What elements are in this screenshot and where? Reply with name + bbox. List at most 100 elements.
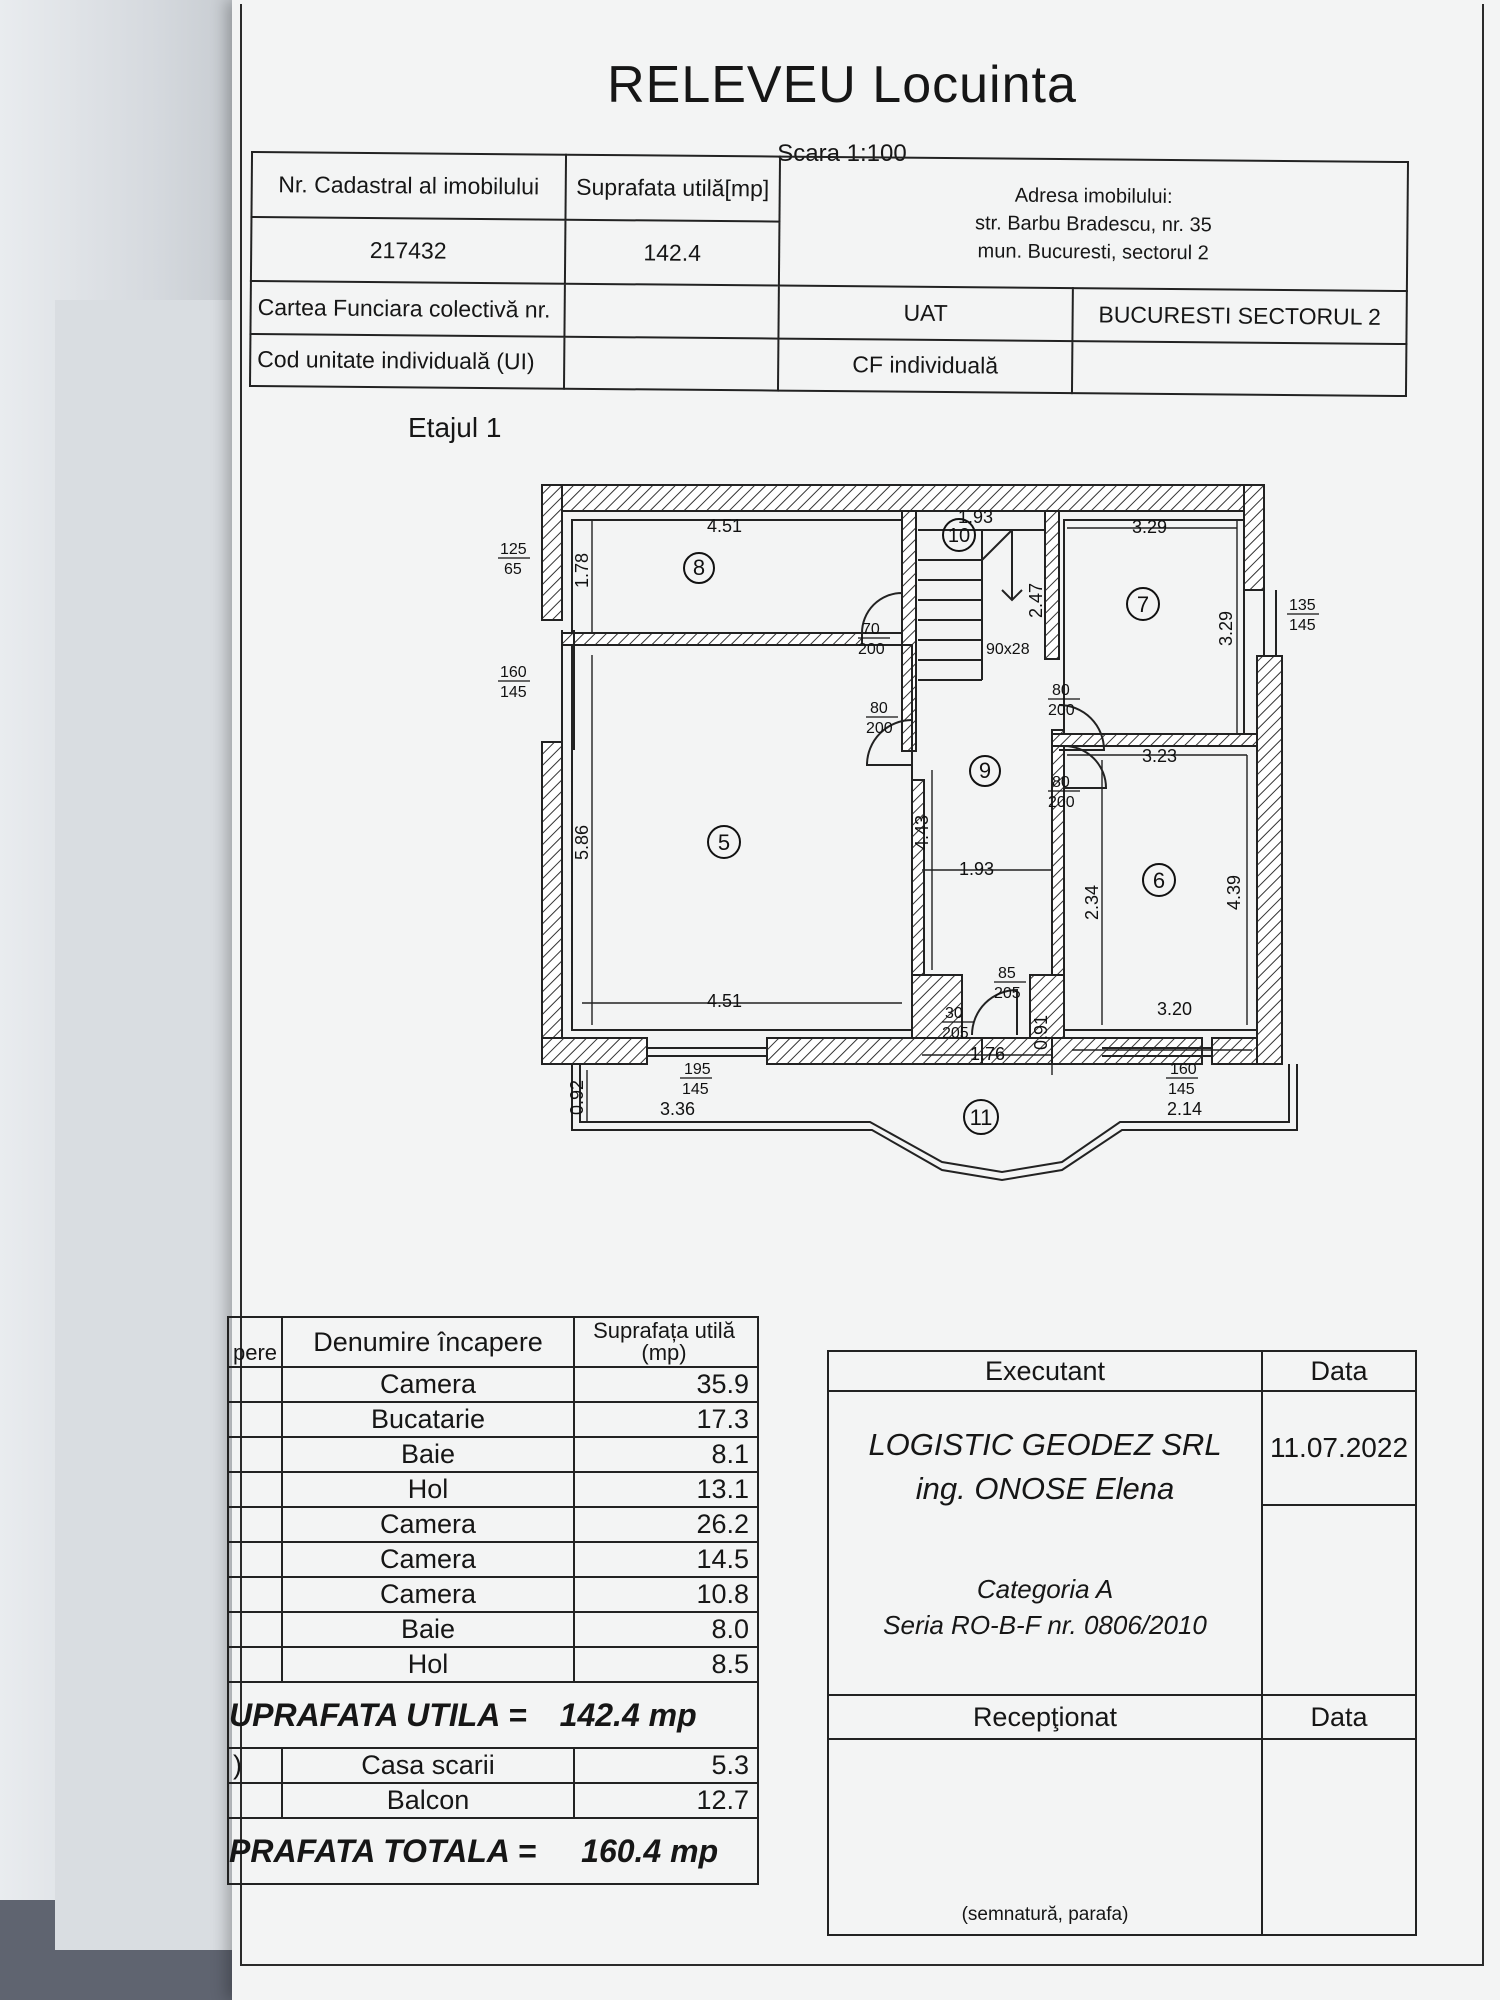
executant-date-header: Data [1261, 1350, 1417, 1392]
signature-note: (semnatură, parafa) [961, 1904, 1129, 1925]
room-area: 26.2 [573, 1506, 759, 1543]
wall-bottom-left-a [541, 1037, 648, 1065]
document-sheet: RELEVEU Locuinta Scara 1:100 Nr. Cadastr… [226, 0, 1500, 2000]
cod-ui-value [563, 336, 779, 391]
room-name: Casa scarii [281, 1747, 575, 1784]
balcony-outline [571, 1064, 1298, 1182]
executant-header: Executant [827, 1350, 1263, 1392]
address-cell: Adresa imobilului: str. Barbu Bradescu, … [778, 156, 1408, 292]
wall-bottom-mid [981, 1037, 1053, 1065]
signature-cell: (semnatură, parafa) [827, 1738, 1263, 1936]
w-160-bot: 160 [1170, 1061, 1197, 1078]
door-swing-8 [861, 591, 903, 634]
room-area: 8.5 [573, 1646, 759, 1683]
area-value: 142.4 [564, 219, 780, 287]
room-name: Baie [281, 1436, 575, 1473]
room-name: Bucatarie [281, 1401, 575, 1438]
room-area: 10.8 [573, 1576, 759, 1613]
door-swing-bath [971, 988, 1018, 1036]
address-line2: mun. Bucuresti, sectorul 2 [977, 240, 1209, 265]
useful-area-value: 142.4 mp [559, 1696, 697, 1733]
floor-plan: 8 10 7 9 5 6 11 4.51 1.78 1.93 2.47 90x2… [498, 484, 1319, 1182]
room-name: Camera [281, 1506, 575, 1543]
rooms-header-num: pere [226, 1316, 284, 1368]
room-8-number: 8 [693, 555, 705, 580]
wall-left-upper [541, 484, 563, 621]
dim-329-v: 3.29 [1216, 611, 1236, 646]
room-area: 8.1 [573, 1436, 759, 1473]
stair-steps [918, 529, 1045, 681]
plan-labels: 8 10 7 9 5 6 11 4.51 1.78 1.93 2.47 90x2… [498, 507, 1319, 1135]
dim-90x28: 90x28 [986, 641, 1030, 658]
background-sheet-inner [55, 300, 256, 1950]
total-area-cell: PRAFATA TOTALA = 160.4 mp [227, 1817, 759, 1885]
dim-193-top: 1.93 [958, 507, 993, 527]
room-name: Balcon [281, 1782, 575, 1819]
door-swing-5 [865, 719, 913, 766]
wall-top [541, 484, 1265, 512]
d-80-rt: 80 [1052, 682, 1070, 699]
total-area-value: 160.4 mp [581, 1832, 719, 1869]
received-header: Recepţionat [827, 1694, 1263, 1740]
w-145-right: 145 [1289, 617, 1316, 634]
room-area: 12.7 [573, 1782, 759, 1819]
d-70: 70 [862, 621, 880, 638]
cod-ui-label: Cod unitate individuală (UI) [250, 333, 565, 389]
room-8-outline [571, 519, 903, 634]
room-area: 17.3 [573, 1401, 759, 1438]
d-85: 85 [998, 965, 1016, 982]
executant-details: LOGISTIC GEODEZ SRL ing. ONOSE Elena Cat… [827, 1390, 1263, 1696]
useful-area-label: UPRAFATA UTILA = [229, 1696, 527, 1733]
total-area-row: PRAFATA TOTALA = 160.4 mp [227, 1817, 759, 1885]
dim-586: 5.86 [572, 825, 592, 860]
wall-right-lower [1256, 655, 1283, 1065]
d-200-b: 200 [866, 720, 893, 737]
room-name: Hol [281, 1471, 575, 1508]
executant-date: 11.07.2022 [1261, 1390, 1417, 1506]
wall-hall-left [911, 779, 925, 999]
wall-right-upper [1243, 484, 1265, 591]
d-30: 30 [945, 1005, 963, 1022]
wall-bottom-right-a [1051, 1037, 1203, 1065]
w-125: 125 [500, 541, 527, 558]
w-145-br: 145 [1168, 1081, 1195, 1098]
room-6-outline [1063, 745, 1258, 1031]
cadastral-label: Nr. Cadastral al imobilului [251, 151, 567, 220]
w-65: 65 [504, 561, 522, 578]
plan-walls [541, 484, 1283, 1065]
d-80-left: 80 [870, 700, 888, 717]
dim-176: 1.76 [970, 1044, 1005, 1064]
room-area: 5.3 [573, 1747, 759, 1784]
dim-336: 3.36 [660, 1099, 695, 1119]
wall-room8-bottom [561, 632, 863, 646]
stair-arrow [981, 529, 1023, 602]
room-name: Baie [281, 1611, 575, 1648]
room-area: 35.9 [573, 1366, 759, 1403]
extra-num [226, 1782, 284, 1819]
dim-178: 1.78 [572, 553, 592, 588]
wall-hall-bottom-left [911, 974, 963, 1039]
d-200-c: 200 [1048, 702, 1075, 719]
room-9-circle [969, 755, 1001, 787]
category: Categoria A [976, 1574, 1114, 1604]
wall-stair-right [1044, 510, 1060, 660]
room-11-number: 11 [970, 1105, 993, 1130]
dim-247: 2.47 [1026, 583, 1046, 618]
w-195: 195 [684, 1061, 711, 1078]
room-area: 13.1 [573, 1471, 759, 1508]
room-7-circle [1126, 587, 1160, 621]
rooms-header-name: Denumire încapere [281, 1316, 575, 1368]
w-135: 135 [1289, 597, 1316, 614]
property-info-table: Nr. Cadastral al imobilului Suprafata ut… [249, 151, 1409, 397]
sheet-frame [240, 4, 1484, 1966]
dim-320: 3.20 [1157, 999, 1192, 1019]
room-name: Camera [281, 1366, 575, 1403]
room-name: Camera [281, 1541, 575, 1578]
series: Seria RO-B-F nr. 0806/2010 [883, 1610, 1207, 1640]
dim-329-h: 3.29 [1132, 517, 1167, 537]
window-right [1263, 590, 1277, 656]
cf-individual-value [1071, 340, 1407, 397]
window-bottom-right [1102, 1047, 1212, 1057]
